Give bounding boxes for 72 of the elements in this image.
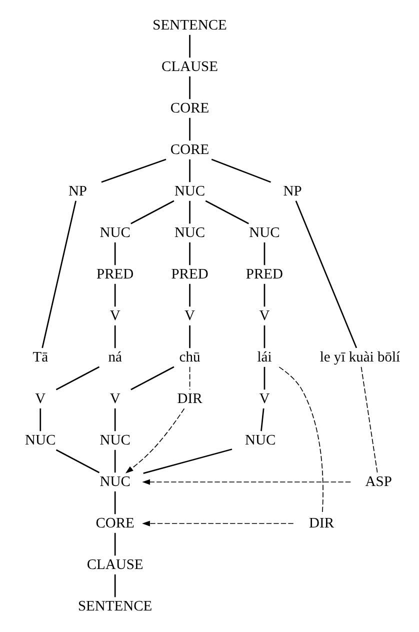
- arrow: [125, 408, 185, 474]
- node-text: PRED: [96, 266, 134, 282]
- node-text: NUC: [100, 474, 130, 490]
- connector: [143, 448, 232, 474]
- connector: [114, 491, 116, 514]
- node-text: CORE: [96, 515, 134, 532]
- connector: [189, 242, 190, 266]
- node-text: V: [35, 390, 46, 407]
- connector: [40, 408, 42, 432]
- node-text: ASP: [365, 474, 392, 490]
- connector: [130, 200, 174, 224]
- connector: [360, 366, 378, 473]
- node-text: CLAUSE: [86, 556, 144, 573]
- node-text: CORE: [170, 142, 210, 158]
- node-text: NP: [68, 183, 88, 200]
- connector: [264, 325, 266, 348]
- node-text: NUC: [100, 224, 130, 241]
- connector: [189, 284, 190, 307]
- node-text: NUC: [100, 432, 130, 448]
- connector: [189, 118, 190, 141]
- connector: [114, 408, 116, 432]
- connector: [56, 366, 100, 390]
- node-text: chū: [179, 349, 200, 366]
- node-text: le yī kuài bōlí: [320, 349, 400, 366]
- connector: [114, 532, 116, 556]
- node-text: DIR: [177, 390, 202, 407]
- connector: [114, 284, 116, 307]
- node-text: NUC: [174, 183, 206, 200]
- node-text: DIR: [309, 515, 334, 532]
- node-text: PRED: [246, 266, 284, 282]
- connector: [189, 76, 190, 100]
- node-text: Tā: [32, 349, 48, 366]
- node-text: V: [259, 308, 270, 324]
- arrow: [142, 479, 352, 485]
- connector: [130, 366, 174, 390]
- connector: [264, 242, 266, 266]
- connector: [189, 325, 190, 348]
- connector: [278, 366, 324, 514]
- node-text: V: [184, 308, 196, 324]
- connector: [189, 200, 190, 224]
- node-text: NUC: [245, 432, 276, 448]
- node-text: V: [110, 390, 120, 407]
- node-text: NUC: [249, 224, 280, 241]
- node-text: CORE: [170, 100, 210, 116]
- node-text: PRED: [171, 266, 208, 282]
- connector: [264, 366, 266, 390]
- node-text: ná: [108, 349, 122, 366]
- connector: [211, 158, 271, 183]
- connector: [205, 200, 249, 224]
- arrow: [142, 520, 294, 526]
- node-text: SENTENCE: [152, 17, 227, 34]
- node-text: CLAUSE: [162, 58, 218, 75]
- connector: [56, 449, 100, 474]
- connector: [295, 200, 358, 348]
- node-text: SENTENCE: [78, 598, 152, 614]
- connector: [114, 450, 116, 473]
- node-text: lái: [257, 349, 272, 366]
- connector: [114, 574, 116, 598]
- node-text: V: [259, 390, 270, 407]
- node-text: V: [110, 308, 120, 324]
- connector: [189, 159, 190, 182]
- node-text: NUC: [25, 432, 56, 448]
- connector: [260, 408, 264, 432]
- connector: [42, 200, 76, 348]
- connector: [101, 158, 166, 183]
- connector: [189, 34, 190, 58]
- node-text: NP: [283, 183, 302, 200]
- connector: [114, 325, 116, 348]
- connector: [189, 366, 190, 390]
- connector: [264, 284, 266, 307]
- connector: [114, 242, 116, 266]
- node-text: NUC: [174, 224, 206, 241]
